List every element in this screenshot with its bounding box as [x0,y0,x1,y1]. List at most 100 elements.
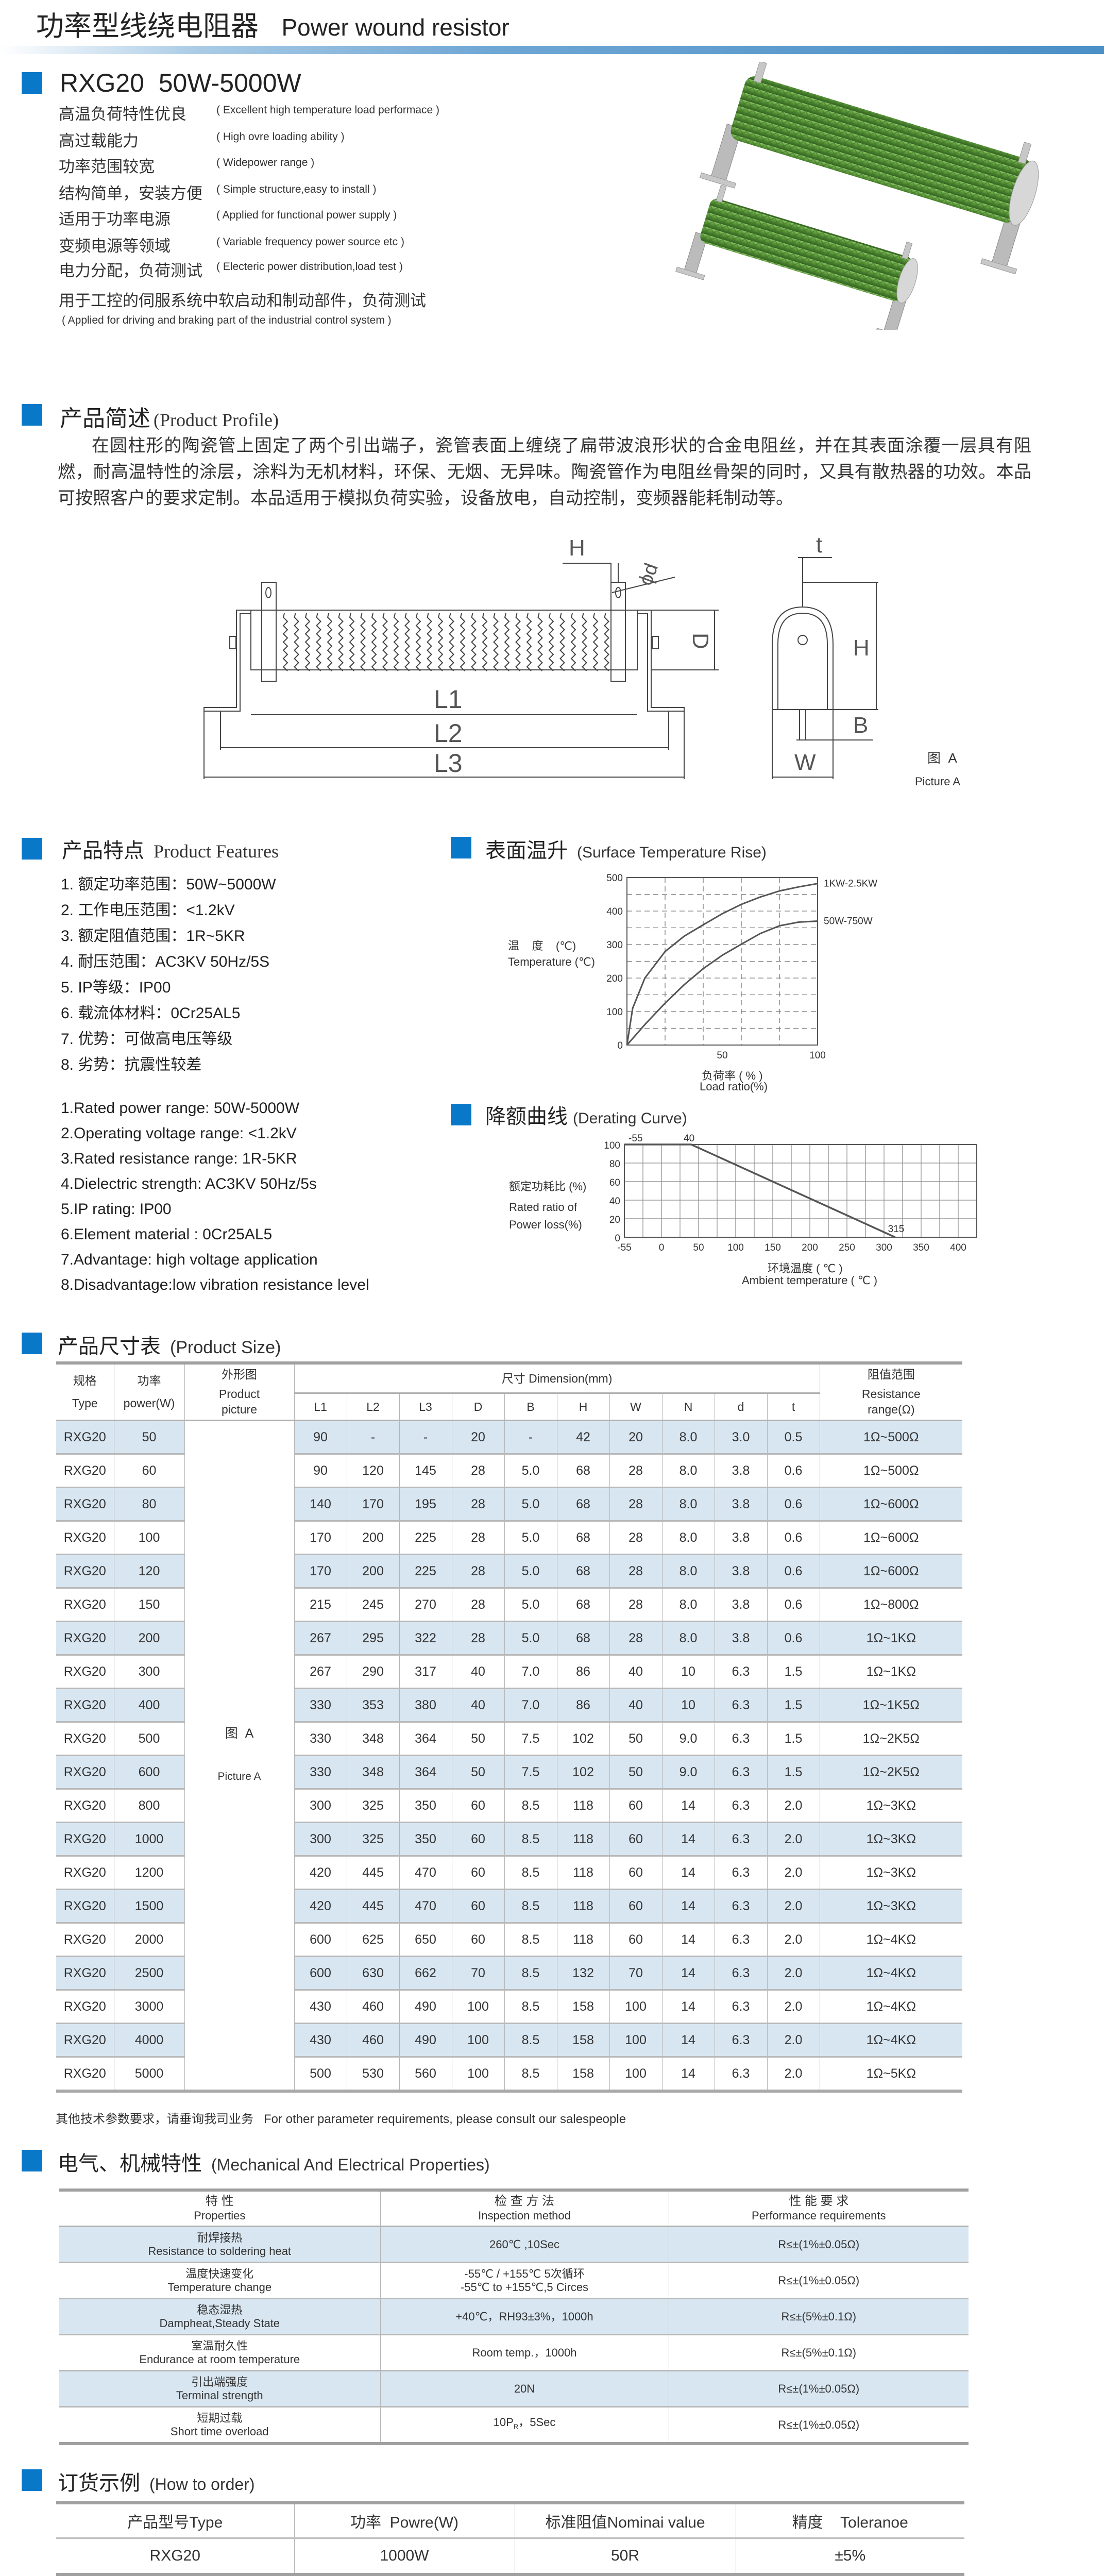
property-cn: 耐焊接热 [197,2231,243,2244]
properties-heading: 电气、机械特性(Mechanical And Electrical Proper… [58,2147,490,2177]
table-cell: 28 [451,1487,505,1522]
wire-winding [482,613,488,671]
table-cell: 118 [556,1856,610,1890]
order-heading-en: (How to order) [149,2475,255,2494]
property-cn: 室温耐久性 [191,2339,248,2352]
chart2-xlabel-cn: 环境温度 ( ℃ ) [768,1262,843,1275]
table-cell: RXG20 [56,1655,114,1689]
method-line: +40℃，RH93±3%，1000h [455,2310,593,2323]
feature-item-en: 5.IP rating: IP00 [61,1201,172,1218]
dim-label-B: B [853,713,868,738]
table-cell: 364 [399,1722,452,1756]
table-cell: 445 [346,1856,400,1890]
order-tolerance: ±5% [735,2538,964,2576]
wire-winding [493,613,499,671]
y-tick-label: 0 [615,1233,620,1244]
y-tick-label: 100 [606,1007,623,1018]
table-cell: 3.8 [714,1554,768,1589]
method-line: 10PR，5Sec [381,2416,669,2433]
x-tick-label: 100 [727,1242,744,1253]
feature-item-en: 4.Dielectric strength: AC3KV 50Hz/5s [61,1175,317,1192]
table-cell: 1500 [113,1889,185,1924]
wire-winding [604,613,609,671]
order-header-value: 标准阻值Nominai value [514,2501,736,2539]
table-cell: 28 [609,1487,663,1522]
dim-label-D: D [688,633,713,649]
table-cell: 195 [399,1487,452,1522]
table-cell: 118 [556,1889,610,1924]
derating-annotation: -55 [629,1133,642,1144]
table-cell: 330 [294,1722,347,1756]
table-cell: 460 [346,2023,400,2058]
table-cell: 7.5 [504,1755,557,1790]
table-cell: 1000 [113,1822,185,1857]
table-cell: 1Ω~3KΩ [819,1822,963,1857]
chart1-ylabel-cn: 温 度 (℃) [508,939,576,952]
table-cell: 120 [346,1454,400,1488]
model-feature-cn: 高温负荷特性优良 [59,105,186,123]
table-cell: 50 [451,1722,505,1756]
table-cell: 8.5 [504,1822,557,1857]
table-cell: 8.0 [661,1621,715,1656]
chart2-ylabel-line2: Power loss(%) [509,1218,582,1231]
method-text: ，5Sec [518,2416,556,2429]
table-cell: 600 [294,1956,347,1991]
feature-item-cn: 8. 劣势：抗震性较差 [61,1056,202,1073]
x-tick-label: -55 [617,1242,631,1253]
table-cell: 132 [556,1956,610,1991]
table-cell: RXG20 [56,1990,114,2024]
table-cell: RXG20 [56,1554,114,1589]
table-cell: 470 [399,1856,452,1890]
table-cell: 6.3 [714,1688,768,1723]
table-cell: 100 [451,1990,505,2024]
table-cell: 8.0 [661,1521,715,1555]
wire-winding [404,613,410,671]
table-cell: 50 [609,1722,663,1756]
method-cell: 10PR，5Sec [380,2406,669,2445]
table-cell: 60 [451,1789,505,1823]
table-cell: 140 [294,1487,347,1522]
table-cell: 8.0 [661,1554,715,1589]
table-cell: 560 [399,2057,452,2093]
feature-item-en: 7.Advantage: high voltage application [61,1251,318,1268]
table-cell: 0.5 [767,1420,820,1455]
left-bracket [203,610,251,712]
property-en: Dampheat,Steady State [159,2316,280,2330]
table-cell: RXG20 [56,1856,114,1890]
plot-frame [624,1144,977,1238]
wire-winding [415,613,421,671]
page-title-en: Power wound resistor [281,14,509,41]
table-cell: 28 [609,1454,663,1488]
features-heading-cn: 产品特点 [62,839,144,862]
table-cell: 14 [661,1923,715,1957]
wire-winding [537,613,543,671]
section-marker-icon [22,2150,42,2171]
col-header-dim: D [451,1393,505,1421]
requirement-cell: R≤±(1%±0.05Ω) [668,2406,969,2445]
wire-winding [449,613,454,671]
table-cell: 430 [294,1990,347,2024]
method-cell: 20N [380,2370,669,2407]
property-cn: 稳态湿热 [197,2303,243,2316]
table-cell: 0.6 [767,1521,820,1555]
model-feature-cn: 功率范围较宽 [59,158,155,176]
table-cell: 3.0 [714,1420,768,1455]
table-cell: 60 [609,1789,663,1823]
requirement-cell: R≤±(1%±0.05Ω) [668,2370,969,2407]
requirement-cell: R≤±(5%±0.1Ω) [668,2334,969,2371]
table-cell: 2.0 [767,1923,820,1957]
feature-item-cn: 5. IP等级：IP00 [61,979,171,996]
order-value: 50R [514,2538,736,2576]
model-extra-cn: 用于工控的伺服系统中软启动和制动部件，负荷测试 [59,292,426,310]
col-header-range-en2: range(Ω) [868,1403,915,1417]
table-cell: 60 [113,1454,185,1488]
